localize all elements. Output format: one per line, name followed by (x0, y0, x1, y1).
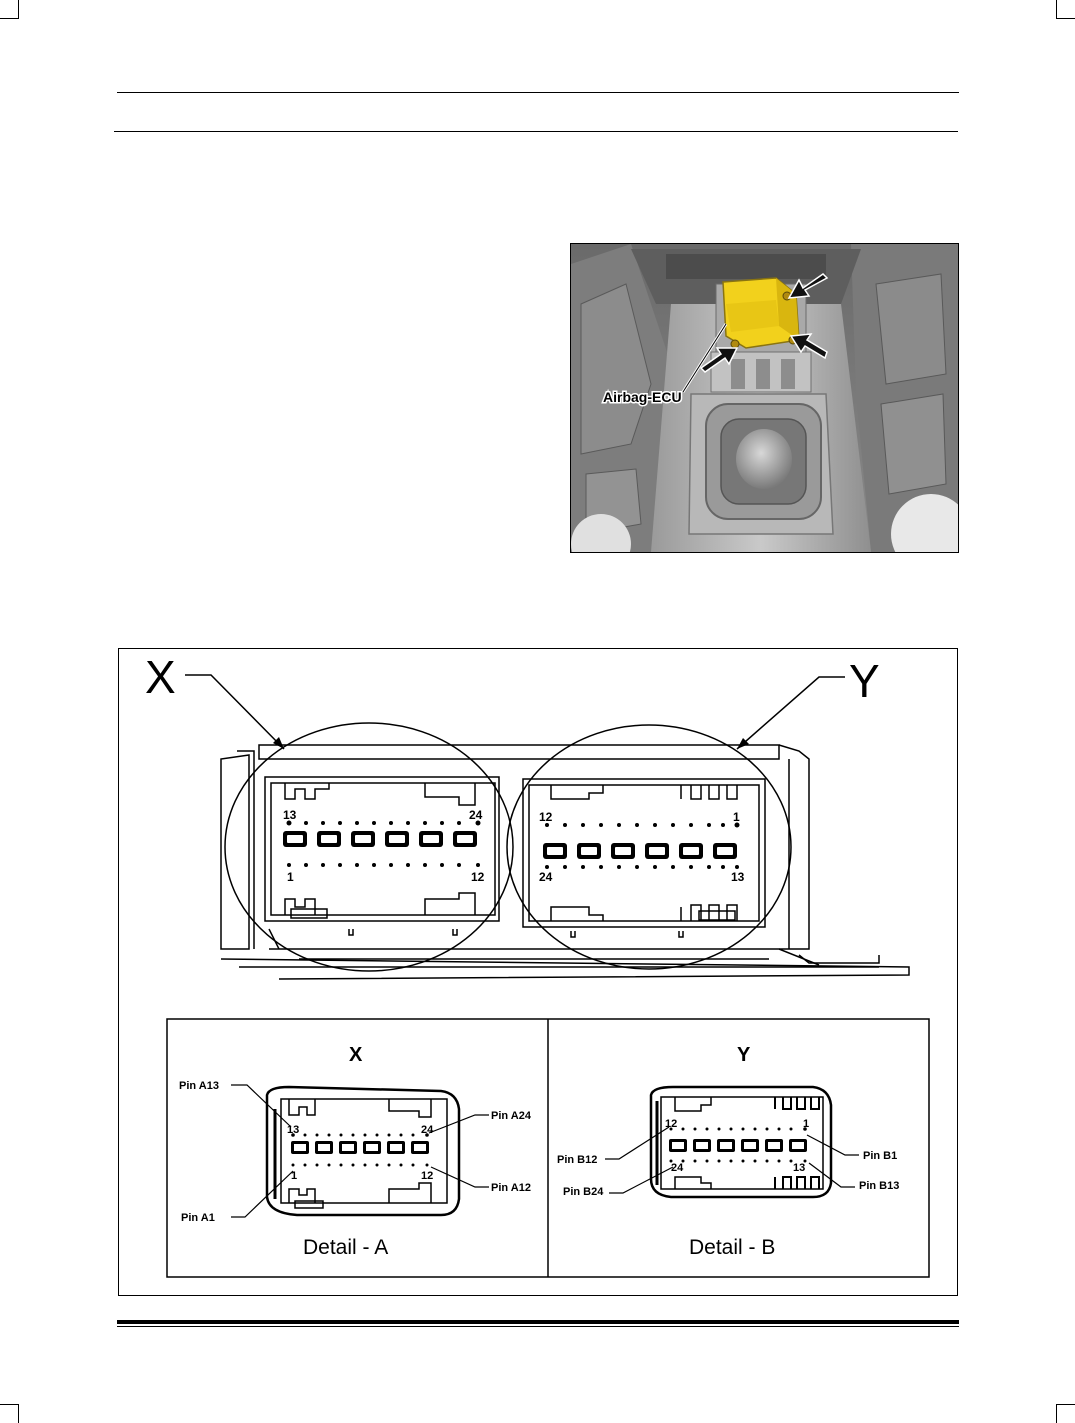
right-connector-main (522, 778, 766, 938)
header-rule-upper (117, 92, 959, 93)
detail-b-heading: Y (737, 1044, 751, 1066)
airbag-ecu-location-photo: Airbag-ECU (570, 243, 959, 553)
left-main-pin-1: 1 (287, 870, 294, 884)
right-main-pin-12: 12 (539, 810, 553, 824)
airbag-ecu-label: Airbag-ECU (603, 389, 682, 405)
pin-b1-label: Pin B1 (863, 1150, 897, 1162)
right-connector-pins-main (543, 822, 740, 869)
pin-a24-label: Pin A24 (491, 1110, 532, 1122)
detail-b-caption: Detail - B (689, 1236, 775, 1259)
left-connector-main (264, 776, 500, 936)
pin-b13-label: Pin B13 (859, 1180, 899, 1192)
detail-a-leaders (231, 1084, 489, 1218)
callout-y-leader (736, 676, 845, 750)
pin-b24-label: Pin B24 (563, 1186, 604, 1198)
crop-mark-top-right (1056, 0, 1075, 19)
left-main-pin-13: 13 (283, 808, 297, 822)
detail-a-num-13: 13 (287, 1124, 299, 1136)
pin-b12-label: Pin B12 (557, 1154, 597, 1166)
left-main-pin-24: 24 (469, 808, 483, 822)
callout-y-label: Y (849, 655, 880, 707)
detail-a-pins (291, 1133, 429, 1167)
detail-a-num-1: 1 (291, 1170, 297, 1182)
header-rule-lower (114, 131, 958, 132)
pin-a12-label: Pin A12 (491, 1182, 531, 1194)
detail-a-num-24: 24 (421, 1124, 434, 1136)
detail-a-caption: Detail - A (303, 1236, 388, 1259)
crop-mark-top-left (0, 0, 19, 19)
right-main-pin-13: 13 (731, 870, 745, 884)
left-main-pin-12: 12 (471, 870, 485, 884)
left-connector-pins-main (283, 820, 481, 867)
callout-x-leader (185, 674, 285, 750)
detail-circle-x (224, 722, 514, 972)
detail-a-heading: X (349, 1044, 363, 1066)
crop-mark-bottom-right (1056, 1404, 1075, 1423)
pin-a1-label: Pin A1 (181, 1212, 215, 1224)
fastener-arrows (699, 273, 829, 373)
right-main-pin-24: 24 (539, 870, 553, 884)
right-main-pin-1: 1 (733, 810, 740, 824)
pin-a13-label: Pin A13 (179, 1080, 219, 1092)
detail-b-leaders (605, 1126, 859, 1194)
connector-diagram: X Y (118, 648, 958, 1296)
ecu-housing (220, 744, 910, 980)
detail-b-pins (669, 1127, 807, 1163)
detail-b-num-13: 13 (793, 1162, 805, 1174)
detail-b-num-24: 24 (671, 1162, 684, 1174)
detail-a-connector (265, 1085, 461, 1217)
detail-a-num-12: 12 (421, 1170, 433, 1182)
footer-rule-thick (117, 1320, 959, 1324)
footer-rule-thin (117, 1326, 959, 1327)
callout-x-label: X (145, 651, 176, 703)
airbag-ecu-unit (722, 277, 800, 349)
detail-b-num-1: 1 (803, 1118, 809, 1130)
crop-mark-bottom-left (0, 1404, 19, 1423)
detail-circle-y (506, 724, 792, 970)
